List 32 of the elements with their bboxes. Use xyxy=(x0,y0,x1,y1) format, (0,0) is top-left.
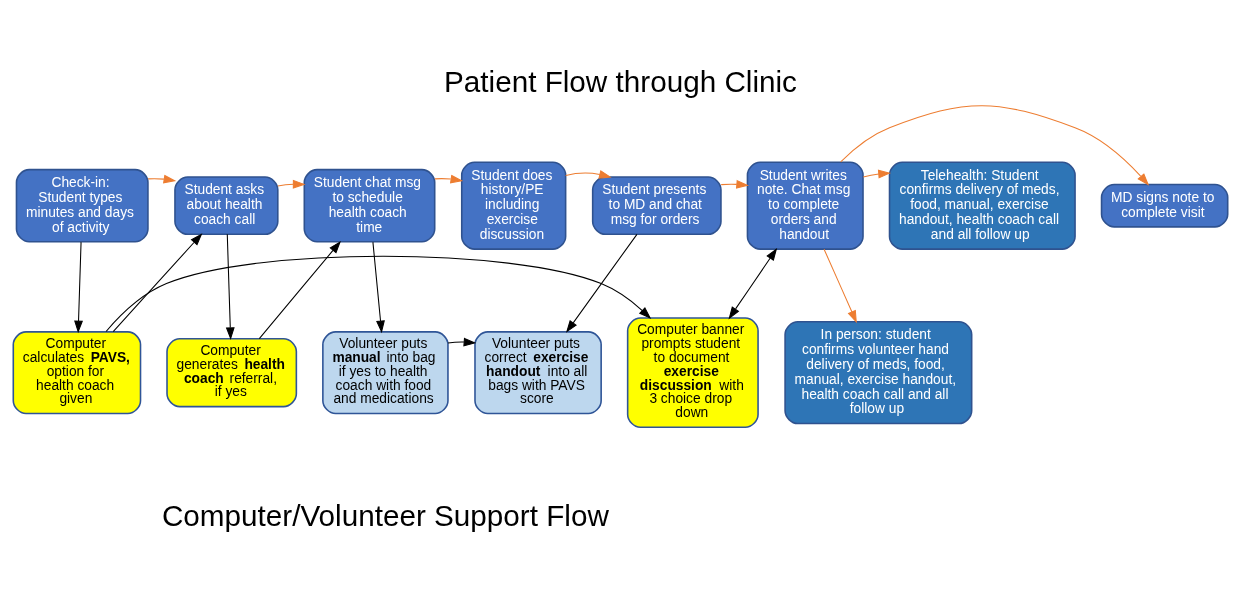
arrow xyxy=(565,170,612,179)
diagram-title: Patient Flow through Clinic xyxy=(444,65,797,99)
node-box: Volunteer puts manual into bag if yes to health coach with food and medications xyxy=(322,331,449,415)
arrow xyxy=(728,247,778,320)
node-box: Student presents to MD and chat msg for orders xyxy=(591,176,722,236)
node-box: Student writes note. Chat msg to complete orders and handout xyxy=(746,161,864,250)
arrow xyxy=(434,174,464,184)
arrow xyxy=(823,248,857,324)
node-box: Telehealth: Student confirms delivery of meds, food, manual, exercise handout, health coach call and all follow up xyxy=(888,161,1076,250)
node-box: Computer generates health coach referral, if yes xyxy=(166,337,298,408)
node-box: Volunteer puts correct exercise handout into all bags with PAVS score xyxy=(474,331,602,415)
arrow xyxy=(372,241,385,334)
arrow xyxy=(862,169,891,179)
arrow xyxy=(277,179,306,189)
caption: Computer/Volunteer Support Flow xyxy=(161,499,609,533)
node-box: Check-in: Student types minutes and days of activity xyxy=(15,168,149,243)
arrow xyxy=(566,233,638,333)
node-box: Computer calculates PAVS, option for health coach given xyxy=(12,331,142,415)
node-box: Computer banner prompts student to document exercise discussion with 3 choice drop down xyxy=(626,317,759,429)
arrow xyxy=(447,337,477,347)
node-box: MD signs note to complete visit xyxy=(1100,183,1229,228)
node-box: Student asks about health coach call xyxy=(174,176,279,236)
arrow xyxy=(258,240,341,340)
node-box: Student does history/PE including exercise discussion xyxy=(460,161,567,250)
arrow xyxy=(105,255,652,333)
arrow xyxy=(112,233,203,333)
node-box: In person: student confirms volunteer hand delivery of meds, food, manual, exercise handout, health coach call and all follow up xyxy=(784,321,973,425)
arrow xyxy=(147,174,177,184)
arrow xyxy=(74,241,83,334)
arrow xyxy=(225,233,235,341)
arrow xyxy=(840,105,1150,186)
node-box: Student chat msg to schedule health coach time xyxy=(303,168,436,243)
